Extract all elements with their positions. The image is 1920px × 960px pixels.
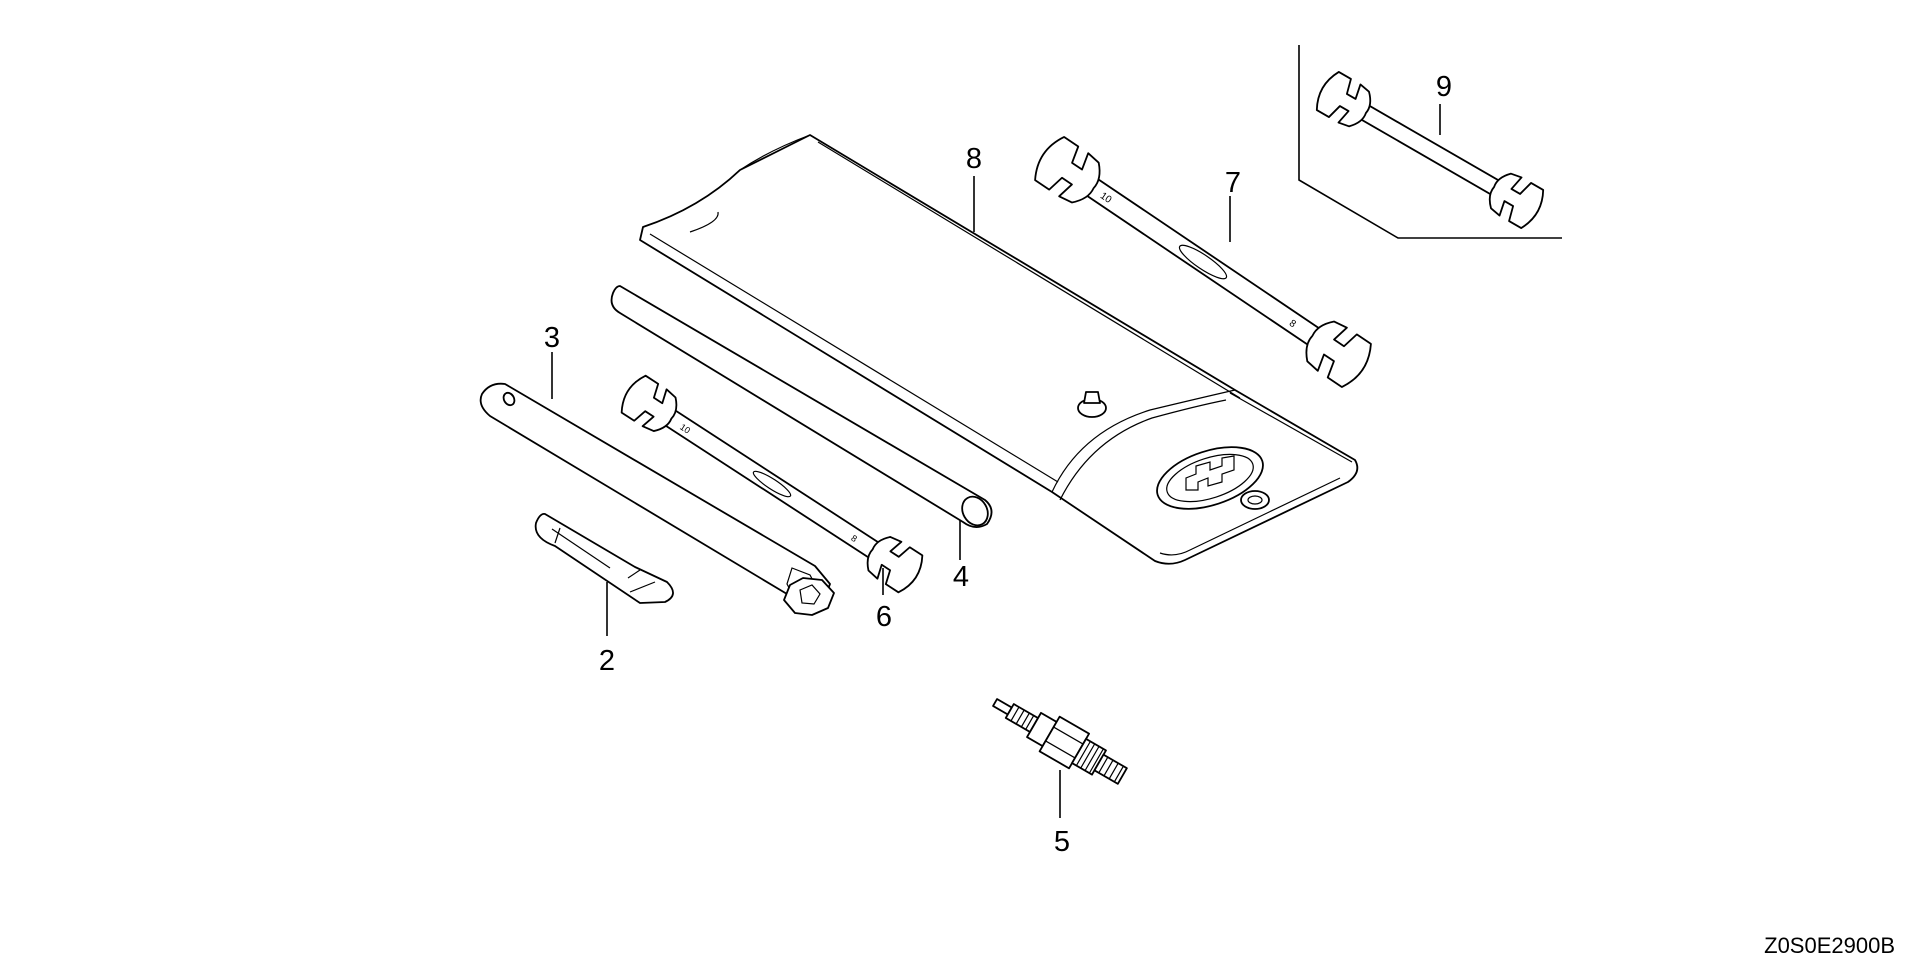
callout-part-9: 9 [1436, 71, 1452, 103]
callout-part-6: 6 [876, 601, 892, 633]
svg-text:8: 8 [1287, 318, 1298, 330]
open-wrench-part-6[interactable]: 10 8 [616, 372, 928, 596]
callout-part-8: 8 [966, 143, 982, 175]
callout-part-4: 4 [953, 561, 969, 593]
leader-lines [551, 104, 1441, 818]
svg-text:8: 8 [849, 533, 859, 544]
open-wrench-part-7[interactable]: 10 8 [1029, 133, 1377, 391]
screwdriver-part-2[interactable] [534, 513, 674, 604]
drawing-code: Z0S0E2900B [1764, 933, 1895, 958]
callout-part-5: 5 [1054, 826, 1070, 858]
optional-parts-bracket [1298, 45, 1562, 239]
callout-part-2: 2 [599, 645, 615, 677]
callout-part-3: 3 [544, 322, 560, 354]
bar-part-4[interactable] [610, 285, 993, 530]
socket-wrench-part-3[interactable] [479, 382, 835, 616]
tool-bag-part-8[interactable] [639, 134, 1359, 565]
spark-plug-part-5[interactable] [985, 685, 1132, 793]
open-wrench-part-9[interactable] [1312, 69, 1549, 231]
callout-part-7: 7 [1225, 167, 1241, 199]
svg-text:10: 10 [678, 422, 692, 436]
